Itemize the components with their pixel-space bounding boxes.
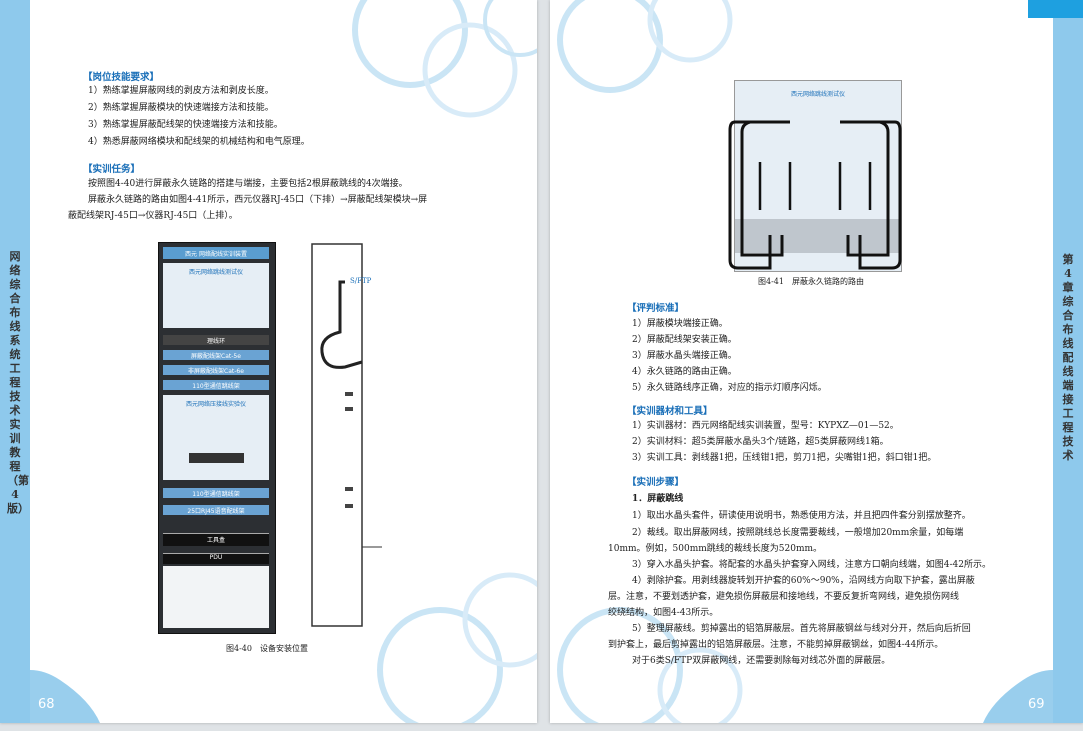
routing-device-title: 西元网络跳线测试仪 [790, 91, 845, 98]
skills-item: 1）熟练掌握屏蔽网线的剥皮方法和剥皮长度。 [88, 86, 274, 96]
step-line: 1）取出水晶头套件，研读使用说明书，熟悉使用方法，并且把四件套分别摆放整齐。 [632, 511, 971, 521]
routing-figure: 西元网络跳线测试仪 [734, 80, 902, 272]
panel-110-a [163, 380, 269, 390]
step-line: 对于6类S/FTP双屏蔽网线，还需要剥除每对线芯外面的屏蔽层。 [632, 656, 891, 666]
skills-header: 【岗位技能要求】 [83, 72, 160, 83]
patch-panel-cat5e-label: 屏蔽配线架Cat-5e [191, 353, 241, 360]
criteria-item: 3）屏蔽水晶头端接正确。 [632, 351, 737, 361]
step-line: 层。注意，不要划透护套，避免损伤屏蔽层和接地线，不要反复折弯网线，避免损伤网线 [608, 592, 960, 602]
panel-110-a-label: 110型通信跳线架 [192, 383, 240, 390]
rack-banner [163, 247, 269, 259]
left-page: 网络综合布线系统工程技术实训教程（第4版） 68 【岗位技能要求】 1）熟练掌握… [0, 0, 537, 723]
decorative-ornament-top [352, 0, 537, 118]
task-line: 蔽配线架RJ-45口→仪器RJ-45口（上排）。 [68, 211, 238, 221]
skills-item: 3）熟练掌握屏蔽配线架的快速端接方法和技能。 [88, 120, 283, 130]
rack-side-view [311, 243, 382, 627]
routing-cables [728, 120, 902, 270]
right-side-band [1053, 0, 1083, 723]
step-line: 到护套上，最后剪掉露出的铝箔屏蔽层。注意，不能剪掉屏蔽钢丝，如图4-44所示。 [608, 640, 944, 650]
rj45-voice-panel [163, 505, 269, 515]
left-side-band [0, 0, 30, 723]
cable-ring-1 [163, 335, 269, 345]
task-header: 【实训任务】 [83, 164, 141, 175]
skills-item: 4）熟悉屏蔽网络模块和配线架的机械结构和电气原理。 [88, 137, 310, 147]
step-line: 5）整理屏蔽线。剪掉露出的铝箔屏蔽层。首先将屏蔽钢丝与线对分开，然后向后折回 [632, 624, 971, 634]
patch-panel-strip [735, 219, 901, 253]
criteria-item: 2）屏蔽配线架安装正确。 [632, 335, 737, 345]
step-line: 2）裁线。取出屏蔽网线，按照跳线总长度需要裁线，一般增加20mm余量，如每端 [632, 528, 964, 538]
pdu [163, 553, 269, 564]
tester-device [163, 263, 269, 328]
right-page: 第4章 综合布线配线端接工程技术 69 西元网络跳线测试仪 图4-41 屏蔽永久… [550, 0, 1083, 723]
book-title-vertical: 网络综合布线系统工程技术实训教程（第4版） [7, 250, 29, 515]
patch-panel-cat6 [163, 365, 269, 375]
tester-device-label: 西元网络跳线测试仪 [188, 269, 243, 276]
decorative-ornament-bottom [557, 607, 743, 723]
panel-110-b [163, 488, 269, 498]
page-number: 68 [38, 697, 55, 712]
figure-caption: 图4-40 设备安装位置 [226, 644, 308, 653]
criteria-item: 4）永久链路的路由正确。 [632, 367, 737, 377]
steps-header: 【实训步骤】 [627, 477, 685, 488]
criteria-item: 1）屏蔽模块端接正确。 [632, 319, 728, 329]
criteria-header: 【评判标准】 [627, 303, 685, 314]
task-line: 按照图4-40进行屏蔽永久链路的搭建与端接，主要包括2根屏蔽跳线的4次端接。 [88, 179, 408, 189]
rack-banner-label: 西元 网络配线实训装置 [185, 251, 247, 258]
task-line: 屏蔽永久链路的路由如图4-41所示，西元仪器RJ-45口（下排）→屏蔽配线架模块… [88, 195, 428, 205]
step-line: 3）穿入水晶头护套。将配套的水晶头护套穿入网线，注意方口朝向线端，如图4-42所… [632, 560, 991, 570]
cable-ring-1-label: 理线环 [206, 338, 225, 345]
equipment-item: 2）实训材料：超5类屏蔽水晶头3个/链路，超5类屏蔽网线1箱。 [632, 437, 889, 447]
skills-item: 2）熟练掌握屏蔽模块的快速端接方法和技能。 [88, 103, 274, 113]
page-number-ornament [983, 670, 1083, 723]
crimp-tester-device [163, 395, 269, 480]
decorative-ornament-bottom [377, 572, 537, 723]
toolbox [163, 533, 269, 546]
patch-panel-cat6-label: 非屏蔽配线架Cat-6e [188, 368, 244, 375]
chapter-tab [1028, 0, 1083, 18]
sftp-label: S/FTP [350, 277, 372, 285]
chapter-title-vertical: 第4章 综合布线配线端接工程技术 [1062, 253, 1074, 462]
step-line: 10mm。例如，500mm跳线的裁线长度为520mm。 [608, 544, 823, 554]
equipment-item: 1）实训器材：西元网络配线实训装置，型号：KYPXZ—01—52。 [632, 421, 899, 431]
pdu-label: PDU [209, 554, 223, 561]
decorative-ornament-top [557, 0, 733, 93]
crimp-tester-label: 西元网络压接线实验仪 [185, 401, 246, 408]
page-number: 69 [1028, 697, 1045, 712]
step-line: 4）剥除护套。用剥线器旋转划开护套的60%～90%，沿网线方向取下护套，露出屏蔽 [632, 576, 975, 586]
steps-subheading: 1．屏蔽跳线 [632, 494, 684, 504]
equipment-header: 【实训器材和工具】 [627, 406, 713, 417]
rack-figure: 西元 网络配线实训装置 西元网络跳线测试仪 理线环 屏蔽配线架Cat-5e 非屏… [158, 242, 276, 634]
figure-caption: 图4-41 屏蔽永久链路的路由 [758, 277, 864, 286]
patch-panel-cat5e [163, 350, 269, 360]
criteria-item: 5）永久链路线序正确，对应的指示灯顺序闪烁。 [632, 383, 827, 393]
crimp-tester-port-strip [189, 453, 244, 463]
step-line: 绞绕结构，如图4-43所示。 [608, 608, 719, 618]
page-number-ornament [0, 670, 100, 723]
equipment-item: 3）实训工具：剥线器1把，压线钳1把，剪刀1把，尖嘴钳1把，斜口钳1把。 [632, 453, 937, 463]
rack-empty-bay [163, 566, 269, 628]
toolbox-label: 工具盒 [206, 537, 225, 544]
panel-110-b-label: 110型通信跳线架 [192, 491, 240, 498]
rj45-voice-panel-label: 25口RJ45语音配线架 [187, 508, 245, 515]
